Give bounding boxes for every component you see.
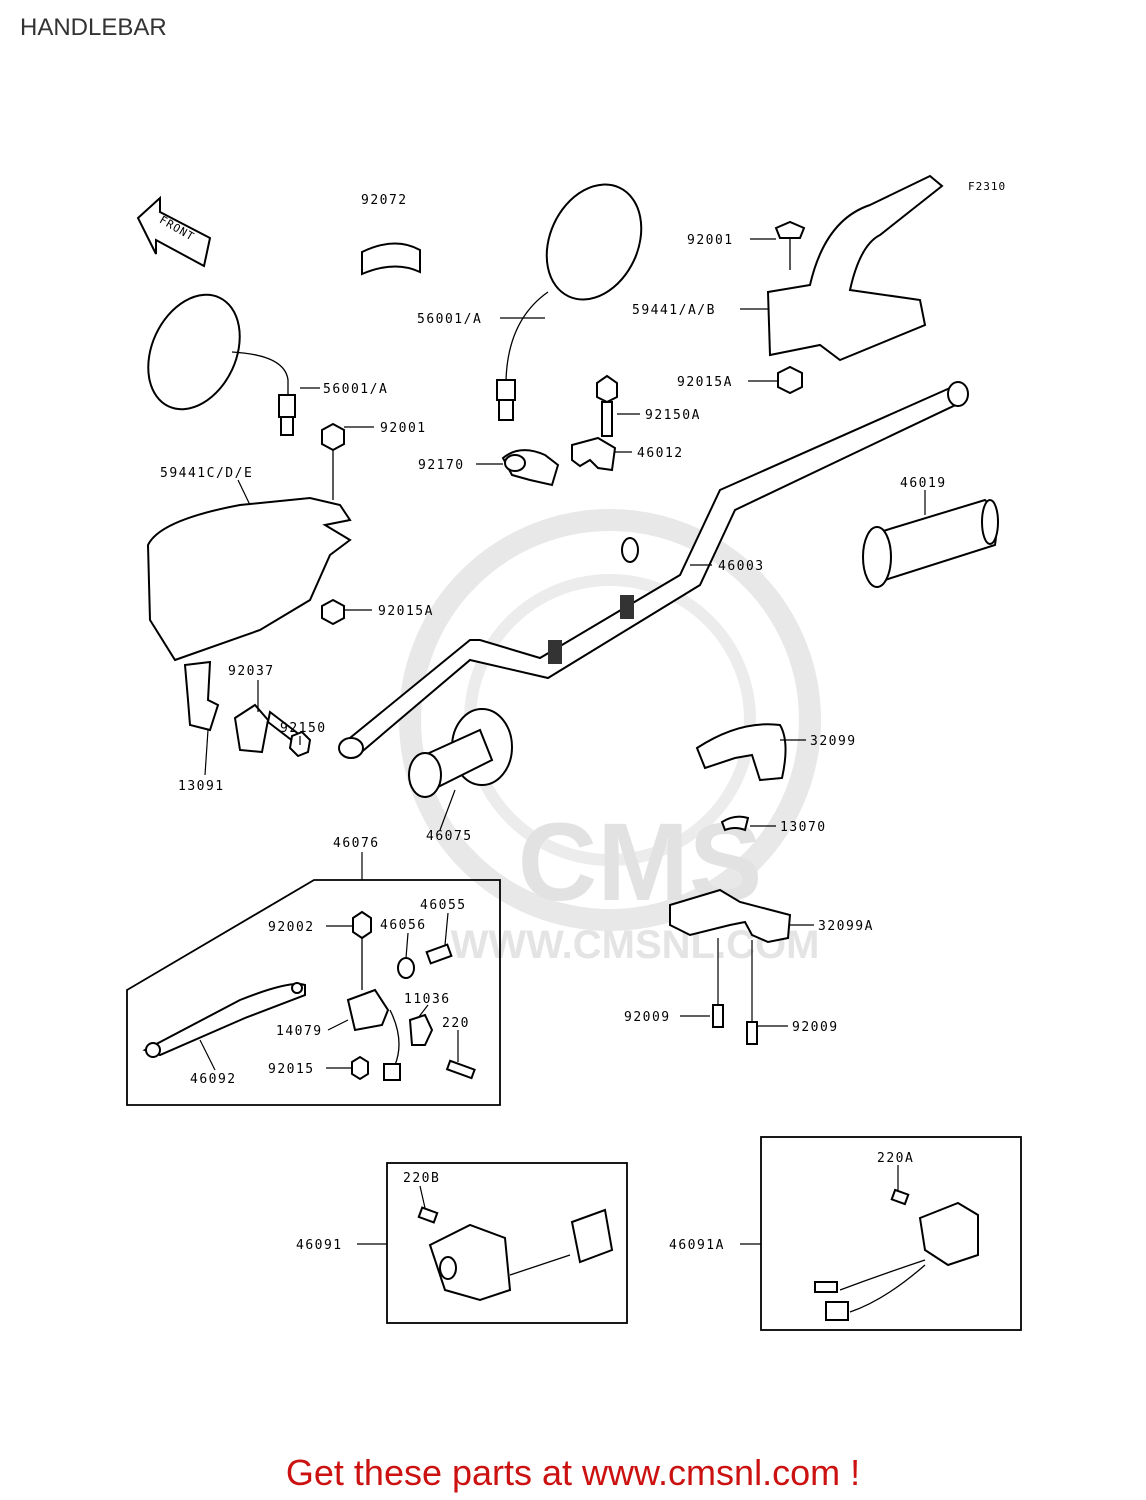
label-13070: 13070 — [780, 820, 827, 835]
label-220A: 220A — [877, 1151, 914, 1166]
label-46056: 46056 — [380, 918, 427, 933]
holder-parts — [501, 374, 618, 487]
label-46091A: 46091A — [669, 1238, 725, 1253]
right-mirror — [496, 183, 643, 421]
figure-code: F2310 — [968, 180, 1006, 193]
label-46092: 46092 — [190, 1072, 237, 1087]
label-59441AB: 59441/A/B — [632, 303, 716, 318]
throttle-case-32099 — [695, 723, 787, 782]
label-92150: 92150 — [280, 721, 327, 736]
label-92072: 92072 — [361, 193, 408, 208]
promo-link[interactable]: Get these parts at www.cmsnl.com ! — [285, 1452, 861, 1493]
label-46076: 46076 — [333, 836, 380, 851]
label-11036: 11036 — [404, 992, 451, 1007]
throttle-case-32099A — [669, 888, 792, 1045]
right-hand-guard — [766, 174, 944, 395]
label-46091: 46091 — [296, 1238, 343, 1253]
label-46003: 46003 — [718, 559, 765, 574]
label-32099: 32099 — [810, 734, 857, 749]
label-92001-top: 92001 — [687, 233, 734, 248]
label-92170: 92170 — [418, 458, 465, 473]
label-14079: 14079 — [276, 1024, 323, 1039]
band-92072 — [361, 242, 421, 276]
label-56001A-left: 56001/A — [323, 382, 388, 397]
grip-46075 — [408, 708, 513, 798]
clip-13070 — [720, 815, 750, 832]
page-title: HANDLEBAR — [20, 14, 167, 41]
switch-46091-box — [386, 1162, 628, 1324]
label-92015: 92015 — [268, 1062, 315, 1077]
front-arrow-icon: FRONT — [136, 195, 212, 268]
label-92150A: 92150A — [645, 408, 701, 423]
switch-46091A-box — [760, 1136, 1022, 1331]
left-mirror — [147, 293, 296, 436]
label-56001A-top: 56001/A — [417, 312, 482, 327]
label-92001-left: 92001 — [380, 421, 427, 436]
label-92009-a: 92009 — [624, 1010, 671, 1025]
label-92015A-left: 92015A — [378, 604, 434, 619]
label-46019: 46019 — [900, 476, 947, 491]
label-92015A-top: 92015A — [677, 375, 733, 390]
lever-assembly-box — [126, 879, 501, 1106]
grip-46019 — [862, 498, 999, 588]
part-labels: 92072 56001/A 56001/A 92001 59441/A/B 92… — [160, 193, 947, 1253]
label-92002: 92002 — [268, 920, 315, 935]
clamp-left — [183, 660, 312, 758]
left-hand-guard — [146, 422, 352, 662]
leader-lines — [199, 238, 926, 1245]
label-32099A: 32099A — [818, 919, 874, 934]
label-59441CDE: 59441C/D/E — [160, 466, 253, 481]
label-220: 220 — [442, 1016, 470, 1031]
label-92037: 92037 — [228, 664, 275, 679]
label-13091: 13091 — [178, 779, 225, 794]
label-46075: 46075 — [426, 829, 473, 844]
label-220B: 220B — [403, 1171, 440, 1186]
label-46012: 46012 — [637, 446, 684, 461]
handlebar — [338, 381, 969, 759]
label-46055: 46055 — [420, 898, 467, 913]
label-92009-b: 92009 — [792, 1020, 839, 1035]
